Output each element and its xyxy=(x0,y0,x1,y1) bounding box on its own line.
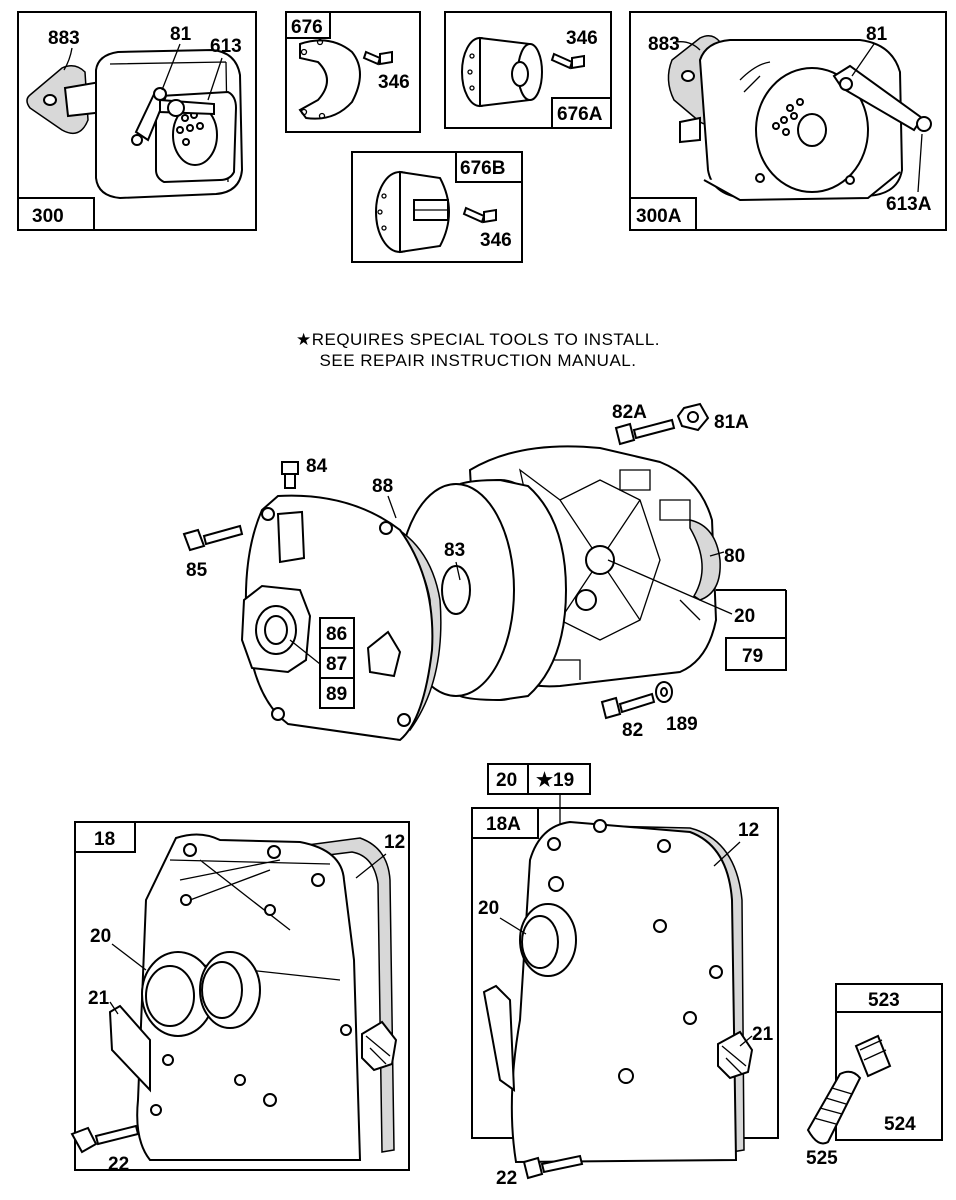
label-89: 89 xyxy=(326,684,347,705)
dipstick-523-panel: 523 524 525 xyxy=(806,983,943,1169)
special-tools-note: ★REQUIRES SPECIAL TOOLS TO INSTALL. xyxy=(295,330,661,349)
part-82A-screw xyxy=(614,418,676,446)
callout-81-left: 81 xyxy=(170,24,192,45)
part-524-plug xyxy=(854,1034,892,1078)
callout-883-left: 883 xyxy=(48,28,80,49)
callout-22-right: 22 xyxy=(496,1168,517,1189)
repair-manual-note: SEE REPAIR INSTRUCTION MANUAL. xyxy=(319,351,637,370)
callout-883-right: 883 xyxy=(648,34,680,55)
part-81A-nut xyxy=(676,402,710,432)
screen-676A-drawing xyxy=(461,36,543,108)
callout-81-right: 81 xyxy=(866,24,888,45)
label-18A: 18A xyxy=(486,814,521,835)
callout-85: 85 xyxy=(186,560,208,581)
screen-676A-panel: 676A 346 xyxy=(444,11,612,129)
callout-12-left: 12 xyxy=(384,832,405,853)
screen-676-drawing xyxy=(298,38,361,120)
callout-12-right: 12 xyxy=(738,820,759,841)
label-676: 676 xyxy=(291,17,323,38)
label-87: 87 xyxy=(326,654,347,675)
sump-18-panel: 18 12 20 21 22 xyxy=(70,821,410,1175)
muffler-300A-drawing xyxy=(667,35,932,202)
label-676B: 676B xyxy=(460,158,505,179)
muffler-300A-panel: 300A 883 81 613A xyxy=(629,11,947,231)
callout-524: 524 xyxy=(884,1114,916,1135)
label-19-special: ★19 xyxy=(536,770,574,791)
callout-20-crankcase: 20 xyxy=(734,606,755,627)
part-84-plug xyxy=(281,461,299,489)
label-300: 300 xyxy=(32,206,64,227)
part-22-screw-right xyxy=(522,1154,584,1180)
callout-21-right: 21 xyxy=(752,1024,774,1045)
part-189-washer xyxy=(655,681,673,703)
callout-22-left: 22 xyxy=(108,1154,129,1175)
callout-81A: 81A xyxy=(714,412,749,433)
callout-84: 84 xyxy=(306,456,328,477)
label-20-box: 20 xyxy=(496,770,517,791)
label-300A: 300A xyxy=(636,206,682,227)
callout-613A: 613A xyxy=(886,194,932,215)
part-525-spring xyxy=(806,1070,862,1145)
callout-21-left: 21 xyxy=(88,988,110,1009)
sump-18A-drawing xyxy=(482,819,754,1164)
callout-83: 83 xyxy=(444,540,465,561)
muffler-300-panel: 300 883 81 613 xyxy=(17,11,257,231)
callout-20-right: 20 xyxy=(478,898,499,919)
part-85-screw xyxy=(182,524,244,552)
callout-80: 80 xyxy=(724,546,745,567)
label-86: 86 xyxy=(326,624,347,645)
callout-346-a: 346 xyxy=(378,72,410,93)
callout-346-c: 346 xyxy=(480,230,512,251)
muffler-300-drawing xyxy=(26,48,244,200)
part-22-screw-left xyxy=(70,1124,140,1154)
callout-88: 88 xyxy=(372,476,393,497)
crankcase-exploded-view: 86 87 89 79 82A 81A 84 88 85 83 80 20 82… xyxy=(182,402,787,742)
label-676A: 676A xyxy=(557,104,603,125)
screen-676B-panel: 676B 346 xyxy=(351,151,523,263)
sump-18A-panel: 18A 20 ★19 12 20 21 22 xyxy=(471,763,779,1189)
callout-613: 613 xyxy=(210,36,242,57)
callout-189: 189 xyxy=(666,714,698,735)
label-18: 18 xyxy=(94,829,115,850)
sump-18-drawing xyxy=(108,833,398,1161)
label-523: 523 xyxy=(868,990,900,1011)
callout-525: 525 xyxy=(806,1148,838,1169)
callout-20-left: 20 xyxy=(90,926,111,947)
callout-346-b: 346 xyxy=(566,28,598,49)
screen-676B-drawing xyxy=(375,170,450,254)
label-79: 79 xyxy=(742,646,763,667)
callout-82A: 82A xyxy=(612,402,647,423)
screen-676-panel: 676 346 xyxy=(285,11,421,133)
part-82-screw xyxy=(600,692,656,720)
callout-82: 82 xyxy=(622,720,643,741)
